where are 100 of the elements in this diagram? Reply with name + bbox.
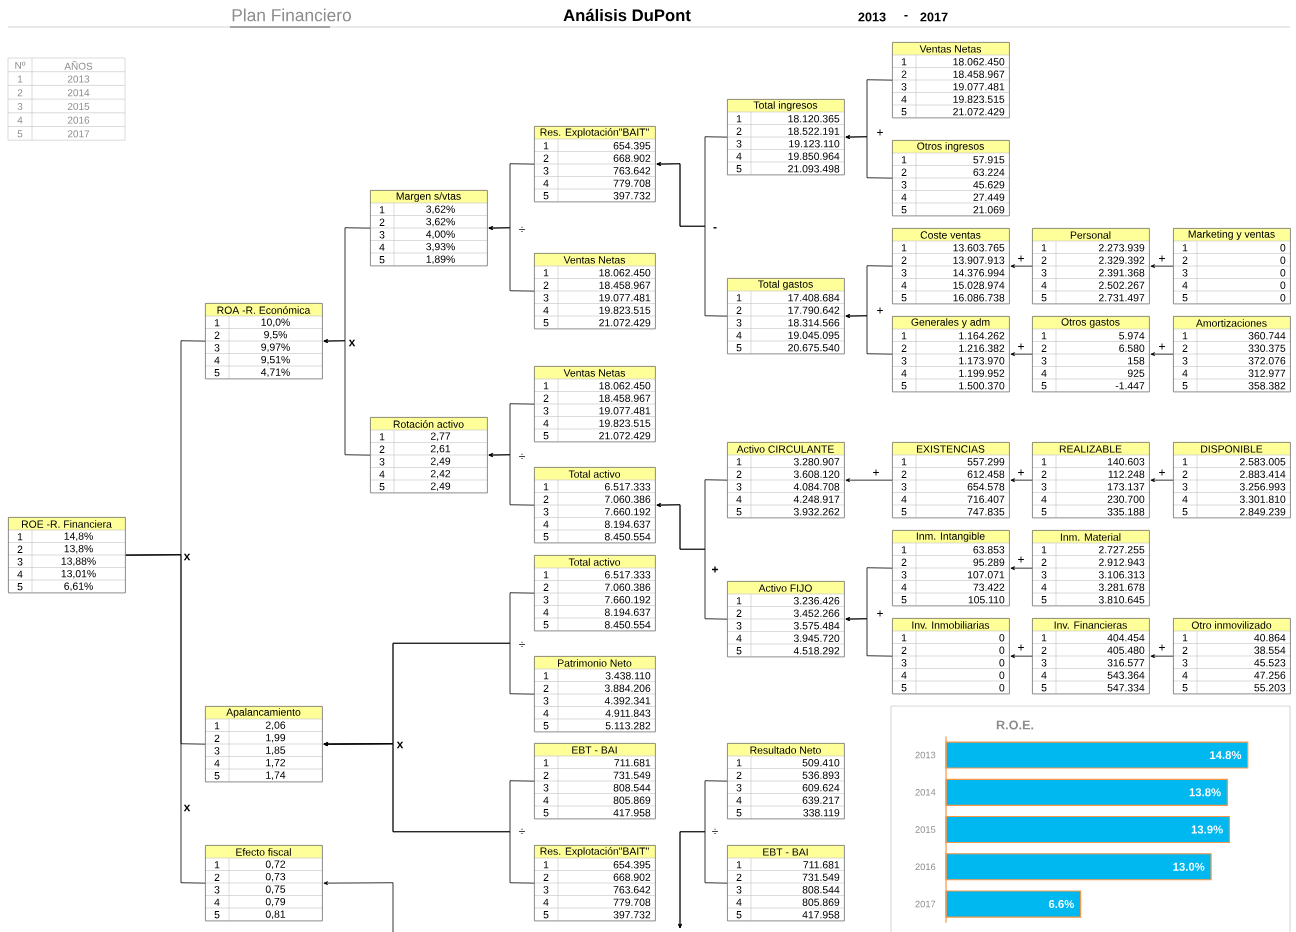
operator-sign: + xyxy=(710,565,720,575)
data-table: EXISTENCIAS 1 557.299 2 612.458 3 654.578 4 716.407 5 747.835 xyxy=(891,442,1010,519)
arrow xyxy=(1150,352,1174,356)
data-table: Res. Explotación"BAIT" 1 654.395 2 668.902 3 763.642 4 779.708 5 397.732 xyxy=(533,126,656,203)
operator-sign: x xyxy=(347,338,357,348)
arrow xyxy=(1150,654,1174,659)
data-table: EBT - BAI 1 711.681 2 731.549 3 808.544 4 805.869 5 417.958 xyxy=(533,743,656,820)
data-label: 14.8% xyxy=(1210,751,1242,760)
operator-sign: ÷ xyxy=(517,225,527,235)
data-table: Coste ventas 1 13.603.765 2 13.907.913 3 14.376.994 4 15.028.974 5 16.086.738 xyxy=(891,228,1010,305)
data-table: Activo FIJO 1 3.236.426 2 3.452.266 3 3.575.484 4 3.945.720 5 4.518.292 xyxy=(726,581,845,658)
arrow xyxy=(1010,478,1033,483)
arrow xyxy=(845,478,893,483)
operator-sign: + xyxy=(1157,643,1167,653)
arrow xyxy=(323,339,371,456)
label: 3 xyxy=(17,102,23,110)
arrow xyxy=(1150,264,1174,268)
axis-label: 2014 xyxy=(915,789,936,796)
label: 2015 xyxy=(67,102,90,110)
operator-sign: + xyxy=(1016,342,1026,352)
arrow xyxy=(656,503,728,620)
data-table: Inm. Material 1 2.727.255 2 2.912.943 3 3.106.313 4 3.281.678 5 3.810.645 xyxy=(1031,530,1150,607)
arrow xyxy=(656,162,728,317)
year-range: 2013 xyxy=(858,12,886,22)
operator-sign: x xyxy=(182,803,192,813)
operator-sign: + xyxy=(1016,643,1026,653)
arrow xyxy=(323,881,394,932)
arrow xyxy=(1010,264,1033,268)
operator-sign: ÷ xyxy=(710,827,720,837)
data-table: Apalancamiento 1 2,06 2 1,99 3 1,85 4 1,72 5 1,74 xyxy=(204,706,323,783)
data-label: 13.8% xyxy=(1189,788,1221,797)
data-table: Total gastos 1 17.408.684 2 17.790.642 3 18.314.566 4 19.045.095 5 20.675.540 xyxy=(726,278,845,355)
operator-sign: - xyxy=(711,226,719,232)
page-title: Análisis DuPont xyxy=(563,8,691,22)
arrow xyxy=(323,742,535,884)
arrow xyxy=(845,135,893,179)
data-table: Ventas Netas 1 18.062.450 2 18.458.967 3 19.077.481 4 19.823.515 5 21.072.429 xyxy=(533,366,656,443)
data-label: 13.9% xyxy=(1191,825,1223,834)
data-table: Amortizaciones 1 360.744 2 330.375 3 372.076 4 312.977 5 358.382 xyxy=(1172,316,1291,393)
data-table: Res. Explotación"BAIT" 1 654.395 2 668.902 3 763.642 4 779.708 5 397.732 xyxy=(533,845,656,922)
year-range: - xyxy=(904,14,908,17)
data-table: Inv. Financieras 1 404.454 2 405.480 3 316.577 4 543.364 5 547.334 xyxy=(1031,618,1150,695)
data-table: Efecto fiscal 1 0,72 2 0,73 3 0,75 4 0,79 5 0,81 xyxy=(204,845,323,922)
arrow xyxy=(488,226,535,292)
operator-sign: + xyxy=(1016,555,1026,565)
operator-sign: + xyxy=(1157,342,1167,352)
label: Nº xyxy=(15,61,26,69)
data-table: DISPONIBLE 1 2.583.005 2 2.883.414 3 3.256.993 4 3.301.810 5 2.849.239 xyxy=(1172,442,1291,519)
operator-sign: + xyxy=(1016,254,1026,264)
operator-sign: + xyxy=(1016,468,1026,478)
operator-sign: + xyxy=(1157,254,1167,264)
data-table: Marketing y ventas 1 0 2 0 3 0 4 0 5 0 xyxy=(1172,228,1291,305)
data-table: ROE -R. Financiera 1 14,8% 2 13,8% 3 13,88% 4 13,01% 5 6,61% xyxy=(7,517,126,594)
label: 2013 xyxy=(67,75,90,83)
arrow xyxy=(1010,566,1033,571)
data-label: 13.0% xyxy=(1173,862,1205,871)
data-table: Otro inmovilizado 1 40.864 2 38.554 3 45.523 4 47.256 5 55.203 xyxy=(1172,618,1291,695)
data-table: Personal 1 2.273.939 2 2.329.392 3 2.391.368 4 2.502.267 5 2.731.497 xyxy=(1031,228,1150,305)
operator-sign: ÷ xyxy=(517,827,527,837)
data-table: Inv. Inmobiliarias 1 0 2 0 3 0 4 0 5 0 xyxy=(891,618,1010,695)
data-table: Inm. Intangible 1 63.853 2 95.289 3 107.071 4 73.422 5 105.110 xyxy=(891,530,1010,607)
data-table: Patrimonio Neto 1 3.438.110 2 3.884.206 3 4.392.341 4 4.911.843 5 5.113.282 xyxy=(533,656,656,733)
subtitle: Plan Financiero xyxy=(232,8,351,22)
data-table: Generales y adm 1 1.164.262 2 1.216.382 3 1.173.970 4 1.199.952 5 1.500.370 xyxy=(891,316,1010,393)
axis-label: 2013 xyxy=(915,751,936,759)
data-table: Margen s/vtas 1 3,62% 2 3,62% 3 4,00% 4 3,93% 5 1,89% xyxy=(369,190,488,267)
operator-sign: + xyxy=(875,128,885,138)
data-table: ROA -R. Económica 1 10,0% 2 9,5% 3 9,97% 4 9,51% 5 4,71% xyxy=(204,303,323,380)
operator-sign: x xyxy=(182,552,192,562)
label: 4 xyxy=(17,116,23,124)
year-table: Nº AÑOS 1 2013 2 2014 3 2015 4 2016 5 2017 xyxy=(7,57,126,141)
data-table: Rotación activo 1 2,77 2 2,61 3 2,49 4 2,42 5 2,49 xyxy=(369,417,488,494)
chart-title: R.O.E. xyxy=(996,720,1034,730)
arrow xyxy=(1150,478,1174,483)
data-table: REALIZABLE 1 140.603 2 112.248 3 173.137 4 230.700 5 335.188 xyxy=(1031,442,1150,519)
data-table: Otros gastos 1 5.974 2 6.580 3 158 4 925 5 -1.447 xyxy=(1031,316,1150,393)
data-table: Total activo 1 6.517.333 2 7.060.386 3 7.660.192 4 8.194.637 5 8.450.554 xyxy=(533,555,656,632)
data-table: Activo CIRCULANTE 1 3.280.907 2 3.608.120 3 4.084.708 4 4.248.917 5 3.932.262 xyxy=(726,442,845,519)
data-table: EBT - BAI 1 711.681 2 731.549 3 808.544 4 805.869 5 417.958 xyxy=(726,845,845,922)
arrow xyxy=(845,617,893,657)
arrow xyxy=(678,831,728,929)
data-table: Ventas Netas 1 18.062.450 2 18.458.967 3 19.077.481 4 19.823.515 5 21.072.429 xyxy=(891,42,1010,119)
data-label: 6.6% xyxy=(1048,900,1074,909)
connector-line xyxy=(125,554,206,884)
label: 5 xyxy=(17,130,23,138)
axis-label: 2015 xyxy=(915,826,936,833)
operator-sign: + xyxy=(875,306,885,316)
operator-sign: + xyxy=(1157,468,1167,478)
data-table: Otros ingresos 1 57.915 2 63.224 3 45.629 4 27.449 5 21.069 xyxy=(891,140,1010,217)
label: 2014 xyxy=(67,89,90,97)
operator-sign: ÷ xyxy=(517,640,527,650)
operator-sign: x xyxy=(395,740,405,750)
label: 2017 xyxy=(67,130,90,138)
arrow xyxy=(488,453,535,506)
label: 2 xyxy=(17,89,23,97)
label: 1 xyxy=(17,75,23,83)
axis-label: 2016 xyxy=(915,863,936,871)
label: 2016 xyxy=(67,116,90,124)
operator-sign: + xyxy=(871,468,881,478)
data-table: Total activo 1 6.517.333 2 7.060.386 3 7.660.192 4 8.194.637 5 8.450.554 xyxy=(533,467,656,544)
